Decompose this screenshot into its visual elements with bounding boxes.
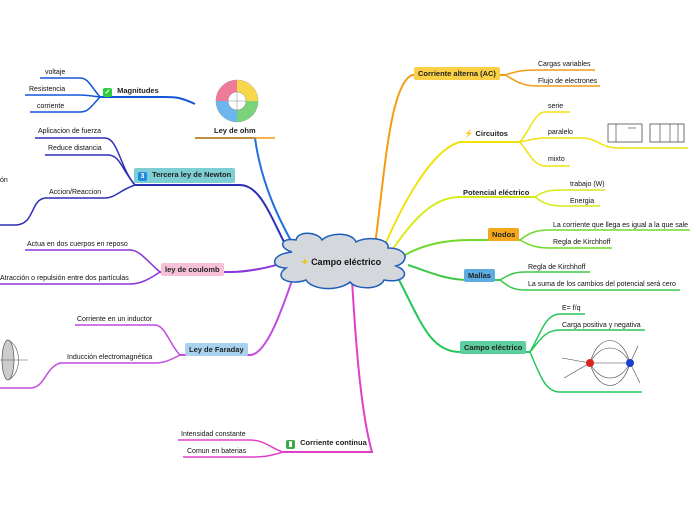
topic-mallas[interactable]: Mallas [464, 269, 495, 282]
topic-ley-coulomb[interactable]: ley de coulomb [161, 263, 224, 276]
link-newton [135, 184, 289, 251]
subtopic-atraccion-repulsion[interactable]: Atracción o repulsión entre dos partícul… [0, 275, 129, 282]
ohm-law-wheel-image [215, 79, 259, 123]
topic-label: Circuitos [475, 129, 508, 138]
inductor-field-image [0, 339, 28, 381]
link-campo [397, 277, 530, 353]
topic-magnitudes[interactable]: ✓ Magnitudes [99, 84, 163, 99]
central-cloud-shape [274, 232, 406, 290]
subtopic-flujo-electrones[interactable]: Flujo de electrones [538, 78, 598, 85]
topic-label: Potencial eléctrico [463, 188, 530, 197]
link-nodos [399, 239, 520, 259]
subtopic-accion-reaccion[interactable]: Accion/Reaccion [49, 189, 102, 196]
topic-label: Ley de ohm [214, 126, 256, 135]
subtopic-regla-kirchhoff-mallas[interactable]: Regla de Kirchhoff [528, 264, 586, 271]
link-potencial [391, 196, 535, 251]
link-circuitos [384, 141, 520, 246]
topic-ley-de-ohm[interactable]: Ley de ohm [210, 124, 260, 137]
topic-label: Tercera ley de Newton [152, 170, 232, 179]
link-magnitudes [100, 96, 196, 105]
subtopic-trabajo[interactable]: trabajo (W) [570, 181, 605, 188]
sparkle-icon: ✦ [301, 257, 309, 267]
topic-circuitos[interactable]: ⚡ Circuitos [460, 127, 512, 140]
subtopic-serie[interactable]: serie [548, 103, 564, 110]
topic-label: Campo eléctrico [464, 343, 523, 352]
electric-field-image [561, 340, 641, 386]
link-ohm [195, 137, 296, 249]
topic-nodos[interactable]: Nodos [488, 228, 520, 241]
subtopic-regla-kirchhoff-nodos[interactable]: Regla de Kirchhoff [553, 239, 611, 246]
subtopic-corriente[interactable]: corriente [37, 103, 65, 110]
link-continua [283, 279, 374, 453]
topic-ley-faraday[interactable]: Ley de Faraday [185, 343, 248, 356]
circuit-diagrams-image [607, 123, 685, 143]
topic-tercera-ley-newton[interactable]: 3 Tercera ley de Newton [134, 168, 236, 183]
topic-label: Mallas [468, 271, 491, 280]
subtopic-paralelo[interactable]: paralelo [548, 129, 573, 136]
topic-label: Corriente continua [300, 438, 367, 447]
link-faraday [180, 271, 296, 356]
central-topic[interactable]: ✦ Campo eléctrico [301, 257, 381, 268]
subtopic-corriente-inductor[interactable]: Corriente en un inductor [77, 316, 153, 323]
subtopic-e-formula[interactable]: E= f/q [562, 305, 581, 312]
topic-corriente-continua[interactable]: ▮ Corriente continua [282, 436, 371, 451]
topic-label: Corriente alterna (AC) [418, 69, 496, 78]
topic-campo-electrico[interactable]: Campo eléctrico [460, 341, 527, 354]
number-three-icon: 3 [138, 172, 147, 181]
central-topic-label: Campo eléctrico [311, 257, 382, 267]
topic-label: Magnitudes [117, 86, 159, 95]
topic-label: Ley de Faraday [189, 345, 244, 354]
checkmark-icon: ✓ [103, 88, 112, 97]
subtopic-carga-positiva-negativa[interactable]: Carga positiva y negativa [562, 322, 641, 329]
lightning-icon: ⚡ [464, 129, 474, 138]
subtopic-intensidad-constante[interactable]: Intensidad constante [181, 431, 246, 438]
cut-off-text: ón [0, 177, 8, 184]
subtopic-reduce-distancia[interactable]: Reduce distancia [48, 145, 102, 152]
subtopic-induccion-electromagnetica[interactable]: Inducción electromagnética [67, 354, 153, 361]
subtopic-resistencia[interactable]: Resistencia [29, 86, 66, 93]
topic-potencial-electrico[interactable]: Potencial eléctrico [459, 186, 533, 199]
link-ac [374, 74, 505, 246]
subtopic-actua-dos-cuerpos[interactable]: Actua en dos cuerpos en reposo [27, 241, 128, 248]
subtopic-mixto[interactable]: mixto [548, 156, 565, 163]
book-icon: ▮ [286, 440, 295, 449]
subtopic-comun-baterias[interactable]: Comun en baterias [187, 448, 247, 455]
topic-label: ley de coulomb [165, 265, 220, 274]
subtopic-aplicacion-fuerza[interactable]: Aplicacion de fuerza [38, 128, 102, 135]
topic-corriente-alterna[interactable]: Corriente alterna (AC) [414, 67, 500, 80]
subtopic-energia[interactable]: Energia [570, 198, 595, 205]
subtopic-corriente-igual[interactable]: La corriente que llega es igual a la que… [553, 222, 689, 229]
subtopic-cargas-variables[interactable]: Cargas variables [538, 61, 591, 68]
subtopic-voltaje[interactable]: voltaje [45, 69, 66, 76]
subtopic-suma-cambios[interactable]: La suma de los cambios del potencial ser… [528, 281, 676, 288]
topic-label: Nodos [492, 230, 516, 239]
